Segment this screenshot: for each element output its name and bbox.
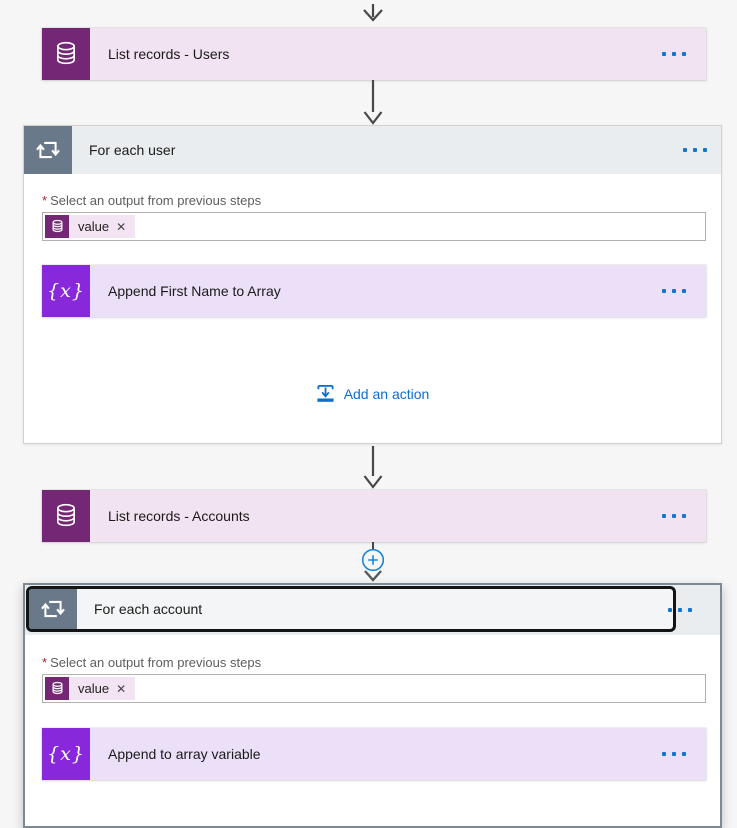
dataverse-database-icon bbox=[42, 28, 90, 80]
remove-token-button[interactable]: ✕ bbox=[116, 219, 127, 234]
required-mark: * bbox=[42, 193, 48, 208]
scope-header-for-each-user[interactable]: For each user bbox=[24, 126, 721, 174]
dynamic-content-token[interactable]: value ✕ bbox=[45, 677, 136, 700]
variables-icon: {x} bbox=[42, 728, 90, 780]
param-label: *Select an output from previous steps bbox=[42, 655, 262, 670]
connector-arrow-1 bbox=[361, 80, 385, 126]
variables-icon: {x} bbox=[42, 265, 90, 317]
token-label: value bbox=[78, 681, 110, 696]
dataverse-database-icon bbox=[42, 490, 90, 542]
connector-arrow-top bbox=[361, 4, 385, 26]
action-menu-button[interactable] bbox=[660, 508, 688, 524]
output-select-input[interactable]: value ✕ bbox=[42, 212, 706, 241]
scope-menu-button[interactable] bbox=[681, 142, 709, 158]
scope-menu-button[interactable] bbox=[666, 602, 694, 618]
action-menu-button[interactable] bbox=[660, 746, 688, 762]
scope-header-for-each-account[interactable]: For each account bbox=[25, 585, 720, 635]
apply-to-each-loop-icon bbox=[29, 589, 77, 629]
action-title: Append to array variable bbox=[108, 746, 261, 762]
output-select-input[interactable]: value ✕ bbox=[42, 674, 706, 703]
action-card-list-records-accounts[interactable]: List records - Accounts bbox=[42, 490, 706, 542]
dynamic-content-token[interactable]: value ✕ bbox=[45, 215, 136, 238]
action-menu-button[interactable] bbox=[660, 46, 688, 62]
dataverse-database-icon bbox=[45, 215, 69, 238]
required-mark: * bbox=[42, 655, 48, 670]
scope-title: For each user bbox=[89, 142, 176, 158]
scope-for-each-user: For each user *Select an output from pre… bbox=[23, 125, 722, 444]
action-card-append-to-array-variable[interactable]: {x} Append to array variable bbox=[42, 728, 706, 780]
add-action-icon bbox=[316, 384, 335, 403]
remove-token-button[interactable]: ✕ bbox=[116, 681, 127, 696]
action-card-append-first-name[interactable]: {x} Append First Name to Array bbox=[42, 265, 706, 317]
apply-to-each-loop-icon bbox=[24, 126, 72, 174]
scope-title: For each account bbox=[94, 601, 203, 617]
action-title: Append First Name to Array bbox=[108, 283, 281, 299]
dataverse-database-icon bbox=[45, 677, 69, 700]
action-title: List records - Users bbox=[108, 46, 230, 62]
selection-outline: For each account bbox=[26, 586, 676, 632]
action-menu-button[interactable] bbox=[660, 283, 688, 299]
scope-for-each-account: For each account *Select an output from … bbox=[23, 583, 722, 828]
add-action-button[interactable]: Add an action bbox=[24, 384, 721, 403]
action-title: List records - Accounts bbox=[108, 508, 250, 524]
connector-insert-step bbox=[361, 542, 385, 582]
action-card-list-records-users[interactable]: List records - Users bbox=[42, 28, 706, 80]
param-label: *Select an output from previous steps bbox=[42, 193, 262, 208]
connector-arrow-2 bbox=[361, 446, 385, 490]
token-label: value bbox=[78, 219, 110, 234]
